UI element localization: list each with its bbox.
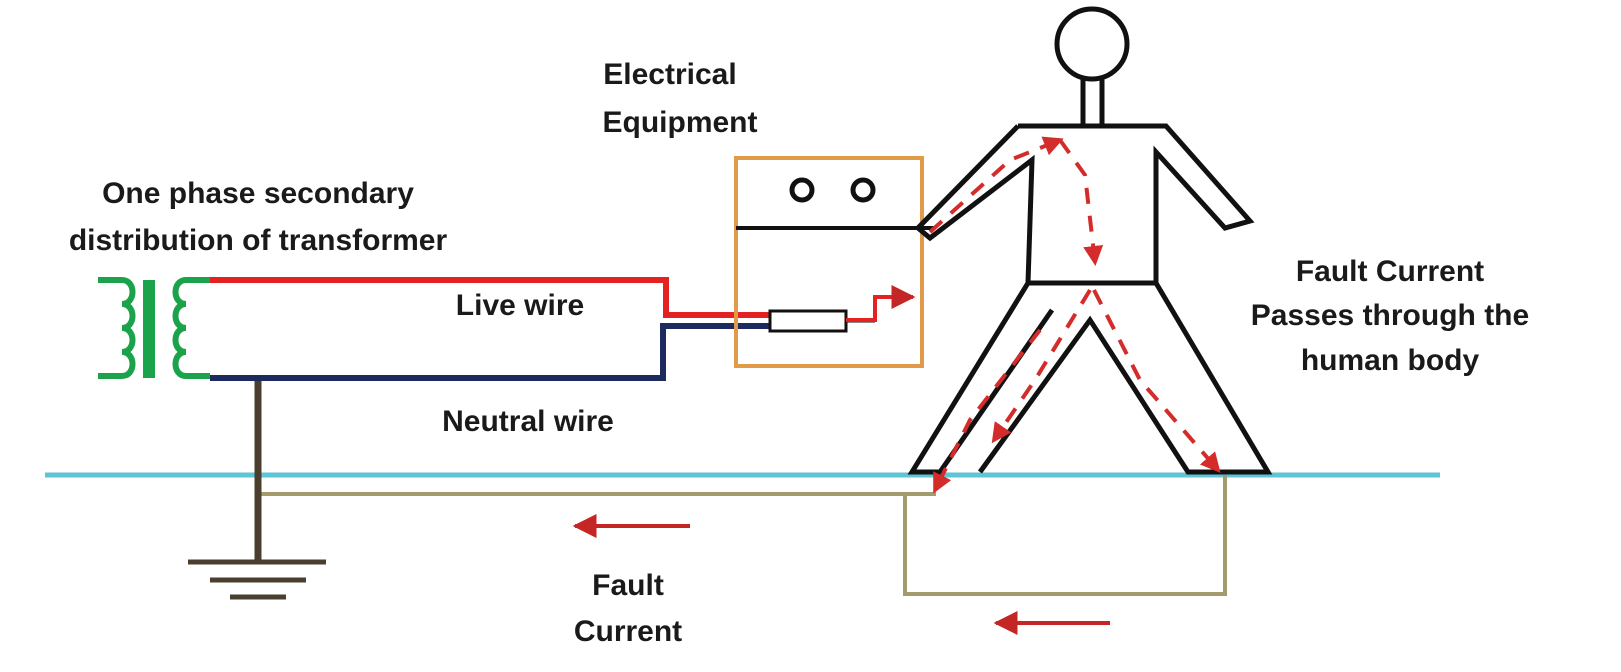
transformer-label-line1: One phase secondary — [102, 177, 414, 210]
human-head — [1054, 6, 1130, 82]
ground-fault-label-line2: Current — [574, 615, 682, 648]
transformer-icon — [98, 277, 210, 379]
fuse-element — [768, 309, 848, 333]
earth-return-path — [258, 475, 1227, 596]
equipment-label-line2: Equipment — [603, 106, 758, 139]
body-fault-current-path — [928, 136, 1221, 494]
electrical-equipment-box — [734, 156, 935, 368]
human-figure — [907, 6, 1273, 475]
live-wire-label: Live wire — [456, 289, 584, 322]
live-wire — [210, 277, 770, 318]
transformer-label-line2: distribution of transformer — [69, 224, 448, 257]
leakage-arrow — [846, 285, 916, 322]
ground-fault-label-line1: Fault — [592, 569, 664, 602]
equipment-label-line1: Electrical — [603, 58, 736, 91]
socket-hole-left — [789, 177, 815, 203]
body-fault-label-line1: Fault Current — [1296, 255, 1484, 288]
socket-hole-right — [850, 177, 876, 203]
earth-ground-symbol — [188, 378, 326, 600]
body-fault-label-line2: Passes through the — [1251, 299, 1529, 332]
body-fault-label-line3: human body — [1301, 344, 1480, 377]
neutral-wire-label: Neutral wire — [442, 405, 614, 438]
neutral-wire — [210, 323, 770, 381]
